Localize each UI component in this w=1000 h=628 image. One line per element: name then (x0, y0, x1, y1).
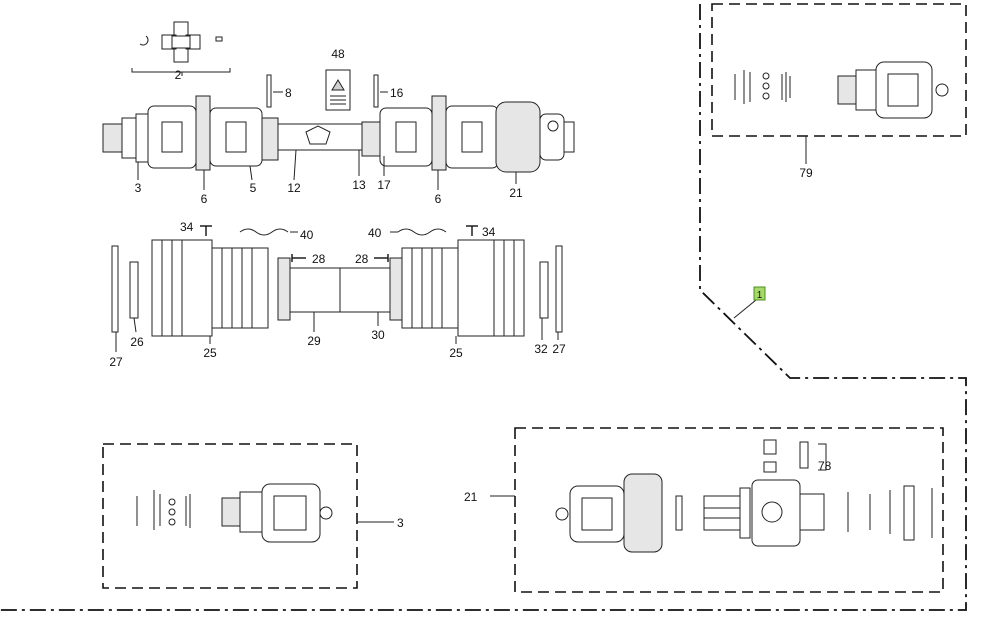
callout-32: 32 (534, 342, 548, 356)
guard-assembly (111, 239, 563, 337)
detail-box-79 (711, 3, 967, 137)
detail-3-parts (136, 483, 333, 543)
pin-16-icon (373, 74, 379, 108)
highlight-tag-1[interactable] (753, 286, 766, 301)
yoke-3-icon (102, 123, 124, 153)
callout-17: 17 (377, 178, 391, 192)
grease-nipple-icon (215, 36, 223, 42)
bearing-ring-26-icon (129, 261, 139, 319)
callout-21: 21 (509, 186, 523, 200)
callout-28-left: 28 (312, 252, 326, 266)
callout-3-detail: 3 (397, 516, 404, 530)
callout-12: 12 (287, 181, 301, 195)
bracket-2 (131, 68, 231, 73)
chain-40-right-icon (397, 228, 447, 236)
callout-6-right: 6 (435, 192, 442, 206)
callout-28-right: 28 (355, 252, 369, 266)
callout-40-right: 40 (368, 226, 382, 240)
detail-box-3 (102, 443, 358, 589)
cross-kit-group (131, 21, 231, 76)
leader-1 (733, 299, 757, 319)
callout-1[interactable]: 1 (757, 290, 763, 301)
guard-disc-27-icon (111, 245, 119, 333)
callout-78: 78 (818, 459, 832, 473)
friction-pack-icon (703, 495, 741, 531)
callout-8: 8 (285, 86, 292, 100)
callout-30: 30 (371, 328, 385, 342)
cross-journal-icon (173, 21, 189, 37)
callout-34-right: 34 (482, 225, 496, 239)
main-assembly-boundary (0, 4, 967, 611)
callout-2: 2 (175, 68, 182, 82)
callout-29: 29 (307, 334, 321, 348)
callout-40-left: 40 (300, 228, 314, 242)
callout-27-right: 27 (552, 342, 566, 356)
shield-emblem-icon (305, 125, 331, 145)
callout-16: 16 (390, 86, 404, 100)
callout-27-left: 27 (109, 355, 123, 369)
pin-8-icon (266, 74, 272, 108)
flange-6-icon (195, 95, 211, 171)
callout-48: 48 (331, 47, 345, 61)
callout-21-detail: 21 (464, 490, 478, 504)
callout-3: 3 (135, 181, 142, 195)
clutch-21-icon (495, 101, 541, 173)
callout-25-left: 25 (203, 346, 217, 360)
chain-40-left-icon (239, 228, 289, 236)
callout-79: 79 (799, 166, 813, 180)
callout-6-left: 6 (201, 192, 208, 206)
callout-25-right: 25 (449, 346, 463, 360)
callout-34-left: 34 (180, 220, 194, 234)
callout-13: 13 (352, 178, 366, 192)
driveshaft-assembly (102, 95, 575, 173)
detail-box-21 (514, 427, 944, 593)
bearing-ring-32-icon (539, 261, 549, 319)
callout-26: 26 (130, 335, 144, 349)
snap-ring-icon (139, 35, 149, 46)
detail-21-parts (555, 439, 933, 553)
detail-79-parts (734, 61, 949, 119)
bracket-78 (818, 443, 827, 471)
callout-5: 5 (250, 181, 257, 195)
